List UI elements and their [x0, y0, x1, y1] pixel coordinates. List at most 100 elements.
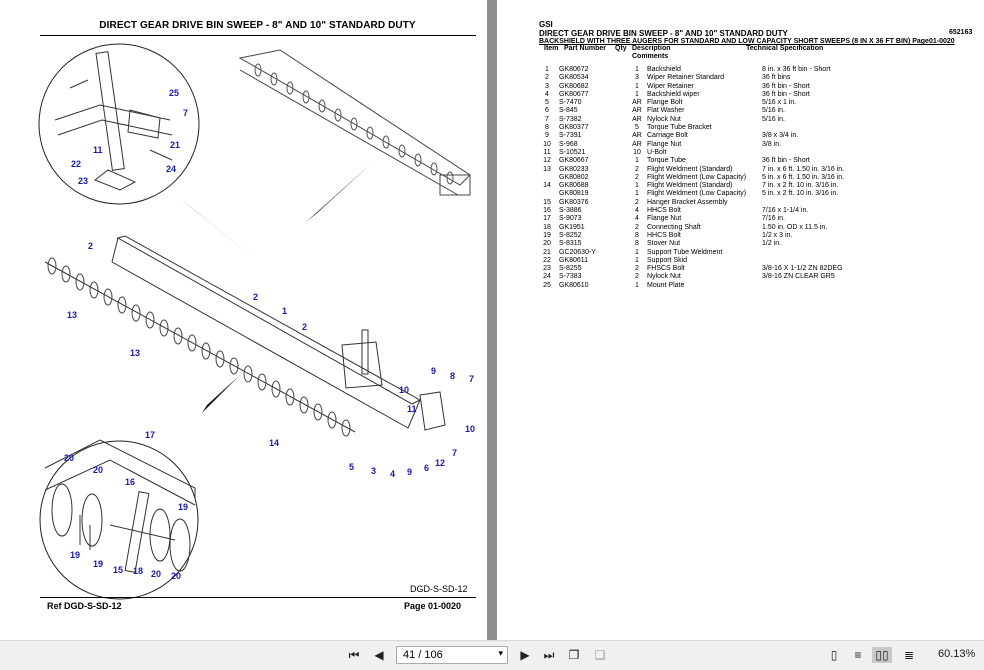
drawing-code: DGD-S-SD-12 [410, 584, 468, 594]
title-rule [40, 35, 476, 36]
next-page-icon[interactable]: ▶ [520, 648, 530, 662]
technical-spec [762, 249, 922, 257]
quantity: 8 [635, 231, 639, 239]
description: Flight Weldment (Standard) [647, 165, 733, 173]
quantity: 2 [635, 223, 639, 231]
quantity: 1 [635, 281, 639, 289]
part-number: GK80376 [559, 198, 589, 206]
scroll-icon[interactable]: ≣ [903, 648, 915, 662]
description: Wiper Retainer [647, 82, 694, 90]
callout-13b: 13 [130, 348, 140, 358]
item-number: 21 [543, 248, 551, 256]
callout-19b: 19 [70, 550, 80, 560]
left-page-title: DIRECT GEAR DRIVE BIN SWEEP - 8" AND 10"… [99, 20, 416, 31]
fit-page-icon[interactable]: ❐ [568, 648, 580, 662]
callout-25: 25 [169, 88, 179, 98]
item-number: 22 [543, 256, 551, 264]
part-number: GK80688 [559, 182, 589, 190]
item-number: 6 [545, 107, 549, 115]
description: Support Tube Weldment [647, 248, 723, 256]
quantity: 4 [635, 207, 639, 215]
callout-11b: 11 [407, 404, 417, 414]
part-number: S-8315 [559, 240, 582, 248]
callout-10a: 10 [399, 385, 409, 395]
technical-spec: 7 in. x 6 ft. 1.50 in. 3/16 in. [762, 165, 845, 173]
part-number: GK80377 [559, 124, 589, 132]
brand-label: GSI [539, 20, 553, 29]
part-number: GK80819 [559, 190, 589, 198]
technical-spec: 3/8 x 3/4 in. [762, 132, 799, 140]
callout-2c: 2 [302, 322, 307, 332]
last-page-icon[interactable]: ⏭ [543, 647, 555, 662]
main-auger-assembly [44, 235, 446, 437]
item-number: 5 [545, 99, 549, 107]
callout-20d: 20 [171, 571, 181, 581]
two-page-icon[interactable]: ▯▯ [872, 647, 892, 663]
description: Carriage Bolt [647, 132, 688, 140]
quantity: AR [632, 115, 642, 123]
description: Torque Tube Bracket [647, 124, 712, 132]
viewer-toolbar: ⏮ ◀ 41 / 106 ▾ ▶ ⏭ ❐ ❑ ▯ ≡ ▯▯ ≣ 60.13% [0, 640, 984, 670]
quantity: 2 [635, 198, 639, 206]
rotate-icon[interactable]: ❑ [594, 648, 606, 662]
description: Backshield [647, 66, 681, 73]
description: Hanger Bracket Assembly [647, 198, 728, 206]
item-number: 1 [545, 66, 549, 73]
item-number: 2 [545, 74, 549, 82]
document-viewer[interactable]: DIRECT GEAR DRIVE BIN SWEEP - 8" AND 10"… [0, 0, 984, 640]
part-number: GK80233 [559, 165, 589, 173]
technical-spec: 36 ft bin - Short [762, 90, 810, 98]
callout-13a: 13 [67, 310, 77, 320]
first-page-icon[interactable]: ⏮ [348, 647, 360, 662]
technical-spec [762, 199, 922, 207]
part-number: S-8255 [559, 265, 582, 273]
chevron-down-icon: ▾ [498, 648, 503, 658]
item-number: 24 [543, 273, 551, 281]
description: Flange Nut [647, 140, 682, 148]
callout-14: 14 [269, 438, 279, 448]
quantity: 2 [635, 173, 639, 181]
technical-spec [762, 257, 922, 265]
callout-22: 22 [71, 159, 81, 169]
callout-20c: 20 [151, 569, 161, 579]
item-number: 25 [543, 281, 551, 289]
quantity: 1 [635, 82, 639, 90]
item-number: 23 [543, 265, 551, 273]
quantity: 1 [635, 190, 639, 198]
callout-6: 6 [424, 463, 429, 473]
part-number: S-7470 [559, 99, 582, 107]
technical-spec: 5/16 in. [762, 115, 785, 123]
single-page-icon[interactable]: ▯ [830, 648, 838, 662]
description: Flange Bolt [647, 99, 683, 107]
part-number: GK80611 [559, 256, 589, 264]
page-number-select[interactable]: 41 / 106 ▾ [396, 646, 508, 664]
quantity: 4 [635, 215, 639, 223]
left-page: DIRECT GEAR DRIVE BIN SWEEP - 8" AND 10"… [0, 0, 487, 640]
quantity: 1 [635, 90, 639, 98]
item-number: 12 [543, 157, 551, 165]
description: FHSCS Bolt [647, 265, 685, 273]
pointer-arrow-1 [306, 163, 372, 222]
col-header-qty: Qty [615, 45, 627, 52]
zoom-level[interactable]: 60.13% [938, 648, 976, 660]
description: Flange Nut [647, 215, 682, 223]
part-number: S-8252 [559, 231, 582, 239]
description: HHCS Bolt [647, 231, 681, 239]
part-number: S-845 [559, 107, 578, 115]
prev-page-icon[interactable]: ◀ [374, 648, 384, 662]
continuous-icon[interactable]: ≡ [854, 648, 862, 662]
detail-circle-bottom [39, 440, 199, 600]
callout-20a: 20 [64, 453, 74, 463]
description: Stover Nut [647, 240, 681, 248]
callout-3: 3 [371, 466, 376, 476]
